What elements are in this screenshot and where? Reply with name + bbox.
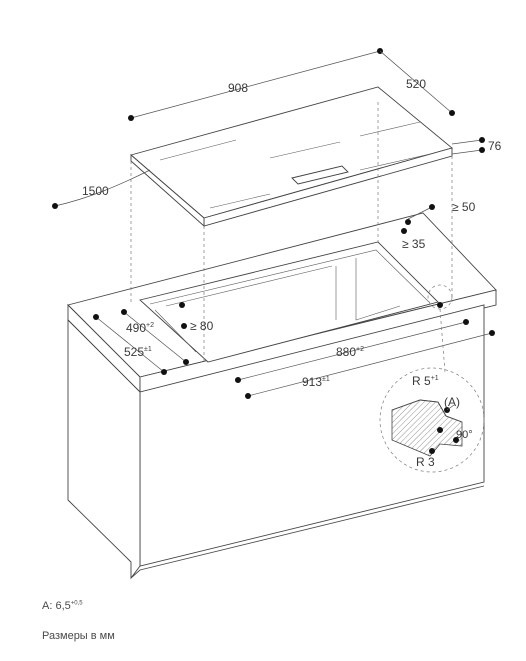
dim-cutout-width-outer-label: 913±1 xyxy=(302,375,330,389)
dim-cutout-width-outer-tol: ±1 xyxy=(322,376,330,383)
dim-cutout-width-main-value: 880 xyxy=(336,345,356,359)
dim-depth-label: 520 xyxy=(406,77,426,91)
dim-cutout-width-outer-value: 913 xyxy=(302,375,322,389)
dim-front-clearance-label: ≥ 80 xyxy=(190,319,214,333)
hob xyxy=(130,86,453,228)
dim-cutout-width-main-tol: +2 xyxy=(356,346,364,353)
dimension-lines xyxy=(52,48,495,399)
dim-gap-rear-label: ≥ 50 xyxy=(452,200,476,214)
note-a: A: 6,5+0,5 xyxy=(42,600,83,612)
detail-a-callout xyxy=(379,284,485,473)
note-a-label: A: xyxy=(42,600,53,612)
dim-cutout-depth-outer-label: 525±1 xyxy=(124,345,152,359)
note-a-value: 6,5 xyxy=(55,600,71,612)
dim-gap-side-label: ≥ 35 xyxy=(402,237,426,251)
detail-radius-inner-label: R 3 xyxy=(416,455,435,469)
dim-cutout-depth-outer-tol: ±1 xyxy=(144,346,152,353)
dim-cutout-depth-outer-value: 525 xyxy=(124,345,144,359)
dim-width-label: 908 xyxy=(228,81,248,95)
dim-cutout-depth-main-tol: +2 xyxy=(146,322,154,329)
detail-radius-outer-label: R 5+1 xyxy=(412,374,439,388)
cabinet xyxy=(67,212,497,580)
dim-cutout-depth-main-label: 490+2 xyxy=(126,321,154,335)
projection-lines xyxy=(130,102,453,362)
dim-cable-label: 1500 xyxy=(82,184,109,198)
dim-cutout-width-main-label: 880+2 xyxy=(336,345,364,359)
units-note: Размеры в мм xyxy=(42,630,115,642)
dim-cutout-depth-main-value: 490 xyxy=(126,321,146,335)
note-a-tolerance: +0,5 xyxy=(70,600,83,607)
detail-radius-outer-value: R 5 xyxy=(412,374,431,388)
control-panel xyxy=(291,165,349,185)
detail-radius-outer-tol: +1 xyxy=(431,375,439,382)
dim-height-label: 76 xyxy=(488,139,502,153)
detail-angle-label: 90° xyxy=(456,429,473,441)
detail-marker-label: (A) xyxy=(444,395,460,409)
